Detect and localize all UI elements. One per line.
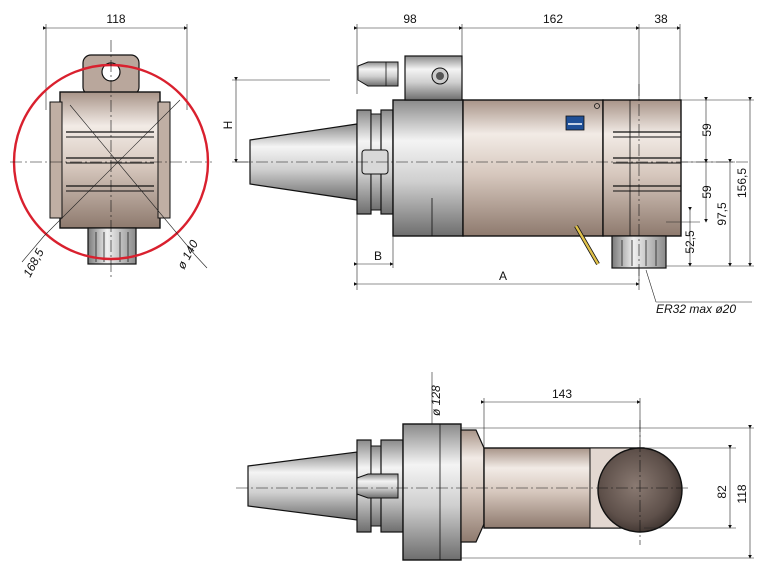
logo-badge <box>565 115 585 131</box>
dim-59-bottom-label: 59 <box>700 185 714 199</box>
front-body-side <box>157 101 171 219</box>
dim-98-label: 98 <box>403 12 417 26</box>
side-view: 98 162 38 H <box>221 12 754 316</box>
collet-note-label: ER32 max ø20 <box>656 302 736 316</box>
dim-a-label: A <box>499 269 507 283</box>
diagonal-dimension-line <box>43 99 181 237</box>
dim-97-5-label: 97,5 <box>715 202 729 226</box>
top-view: ø 128 143 82 118 <box>236 372 754 561</box>
dim-38-label: 38 <box>654 12 668 26</box>
top-taper-shank <box>247 451 358 521</box>
dim-52-5-label: 52,5 <box>683 230 697 254</box>
top-height-118-label: 118 <box>735 484 749 503</box>
front-body-block <box>59 91 161 229</box>
dim-156-5-label: 156,5 <box>735 168 749 198</box>
diameter-dimension-line <box>69 104 196 256</box>
dim-59-top-label: 59 <box>700 123 714 137</box>
top-length-label: 143 <box>552 387 572 401</box>
dim-162-label: 162 <box>543 12 563 26</box>
diagonal-dimension-label: 168,5 <box>20 246 47 279</box>
top-diameter-label: ø 128 <box>429 385 443 416</box>
dim-h-label: H <box>221 121 235 130</box>
width-dimension-label: 118 <box>106 12 125 26</box>
side-stop-pin <box>357 61 399 87</box>
top-housing <box>402 423 462 561</box>
top-height-82-label: 82 <box>715 485 729 499</box>
side-head <box>602 99 682 237</box>
diameter-dimension-label: ø 140 <box>174 237 201 271</box>
front-body-side <box>49 101 63 219</box>
front-view: 118 168,5 ø 140 <box>10 12 212 280</box>
side-housing <box>392 99 464 237</box>
dim-b-label: B <box>374 249 382 263</box>
